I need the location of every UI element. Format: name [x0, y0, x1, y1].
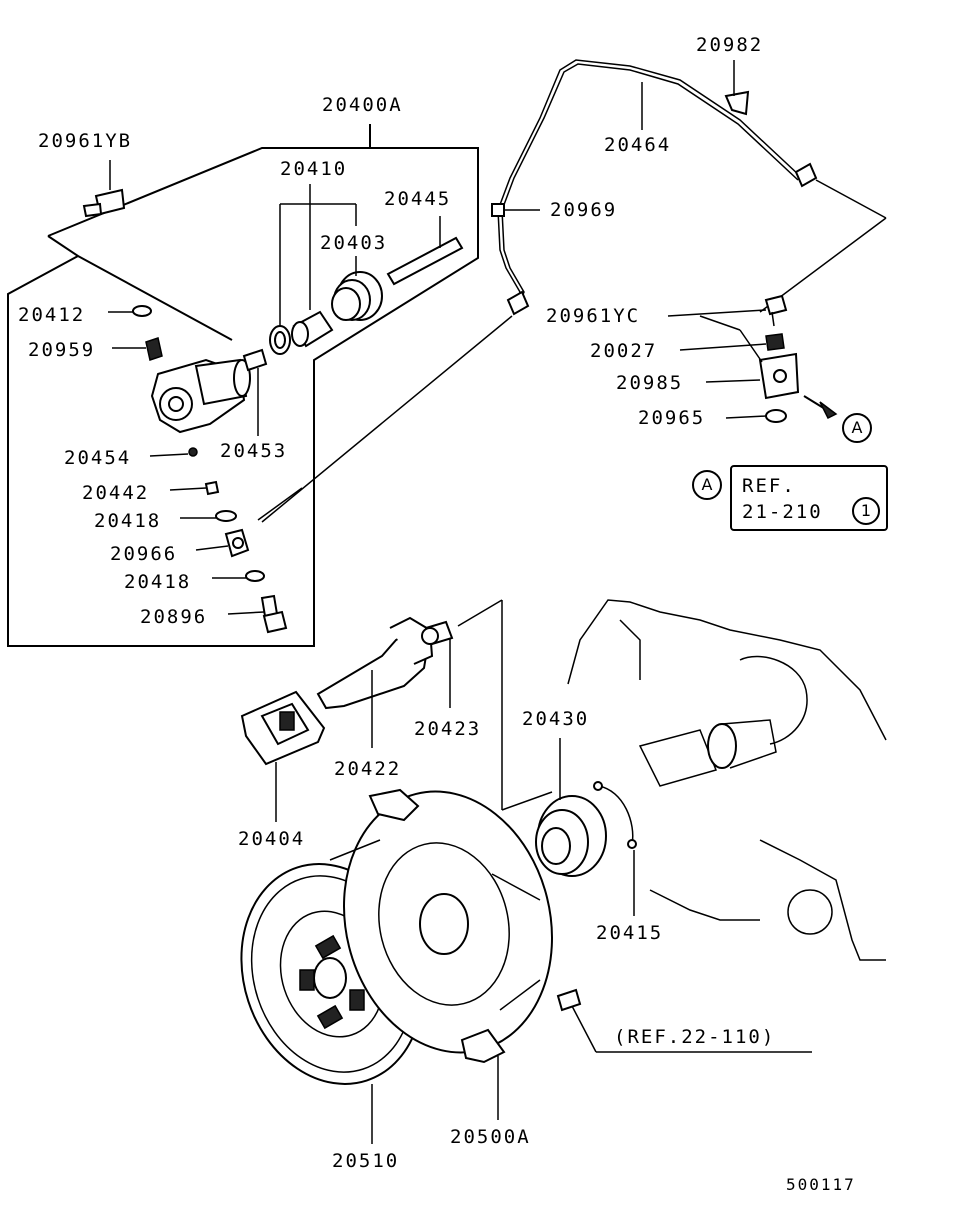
label-20500A: 20500A	[450, 1126, 531, 1148]
boot-20403	[331, 256, 383, 321]
ref-marker-circle: A	[692, 470, 722, 500]
push-rod-20445	[386, 216, 464, 286]
clip-20415	[593, 781, 637, 916]
label-20418-lower: 20418	[124, 571, 192, 593]
bleeder-20959	[112, 337, 163, 361]
fitting-20442	[169, 480, 220, 496]
label-ref-22-110: (REF.22-110)	[614, 1026, 776, 1048]
label-20442: 20442	[82, 482, 150, 504]
ball-stud-20423	[421, 599, 553, 811]
leaders-20410	[279, 184, 357, 326]
label-20464: 20464	[604, 134, 672, 156]
label-20403: 20403	[320, 232, 388, 254]
label-20400A: 20400A	[322, 94, 403, 116]
drawing-code: 500117	[786, 1175, 856, 1194]
gasket-20418-b	[212, 570, 265, 582]
clip-20982	[724, 60, 750, 116]
cap-20454	[149, 447, 198, 457]
clip-20412	[108, 305, 152, 317]
ref-box-circled-number: 1	[852, 497, 880, 525]
label-20027: 20027	[590, 340, 658, 362]
label-20896: 20896	[140, 606, 208, 628]
flywheel-bolt-ref	[556, 988, 812, 1053]
label-20966: 20966	[110, 543, 178, 565]
label-20415: 20415	[596, 922, 664, 944]
release-fork-20422	[316, 616, 434, 748]
ref-box-line2: 21-210	[742, 501, 823, 523]
release-cylinder-body	[150, 358, 251, 434]
label-20404: 20404	[238, 828, 306, 850]
ref-box: REF. 21-210 1	[730, 465, 888, 531]
hydraulic-pipe-20464	[261, 59, 887, 523]
label-20453: 20453	[220, 440, 288, 462]
pressure-plate-20500A	[329, 788, 553, 1120]
label-20985: 20985	[616, 372, 684, 394]
label-20961YB: 20961YB	[38, 130, 133, 152]
nut-20027	[679, 333, 785, 351]
spring-20453	[242, 348, 268, 436]
bracket-20985	[699, 315, 800, 400]
callout-a-circle: A	[842, 413, 872, 443]
label-20418-upper: 20418	[94, 510, 162, 532]
label-20412: 20412	[18, 304, 86, 326]
release-bearing-20430	[535, 738, 607, 877]
label-20430: 20430	[522, 708, 590, 730]
label-20423: 20423	[414, 718, 482, 740]
washer-20965	[725, 395, 838, 423]
cup-seal	[269, 325, 291, 355]
label-20982: 20982	[696, 34, 764, 56]
gasket-20418-a	[180, 510, 237, 522]
bolt-20961YB	[82, 160, 126, 218]
ref-box-line1: REF.	[742, 475, 796, 497]
label-20969: 20969	[550, 199, 618, 221]
piston	[291, 310, 334, 348]
bolt-20961YC	[667, 294, 788, 327]
label-20454: 20454	[64, 447, 132, 469]
label-20422: 20422	[334, 758, 402, 780]
label-20410: 20410	[280, 158, 348, 180]
label-20959: 20959	[28, 339, 96, 361]
assembly-frame-20400A	[7, 124, 479, 647]
bolt-20896	[227, 594, 288, 634]
label-20961YC: 20961YC	[546, 305, 641, 327]
label-20445: 20445	[384, 188, 452, 210]
label-20965: 20965	[638, 407, 706, 429]
label-20510: 20510	[332, 1150, 400, 1172]
boot-20404	[240, 690, 326, 822]
transmission-housing	[567, 599, 887, 961]
union-20966	[195, 487, 303, 558]
